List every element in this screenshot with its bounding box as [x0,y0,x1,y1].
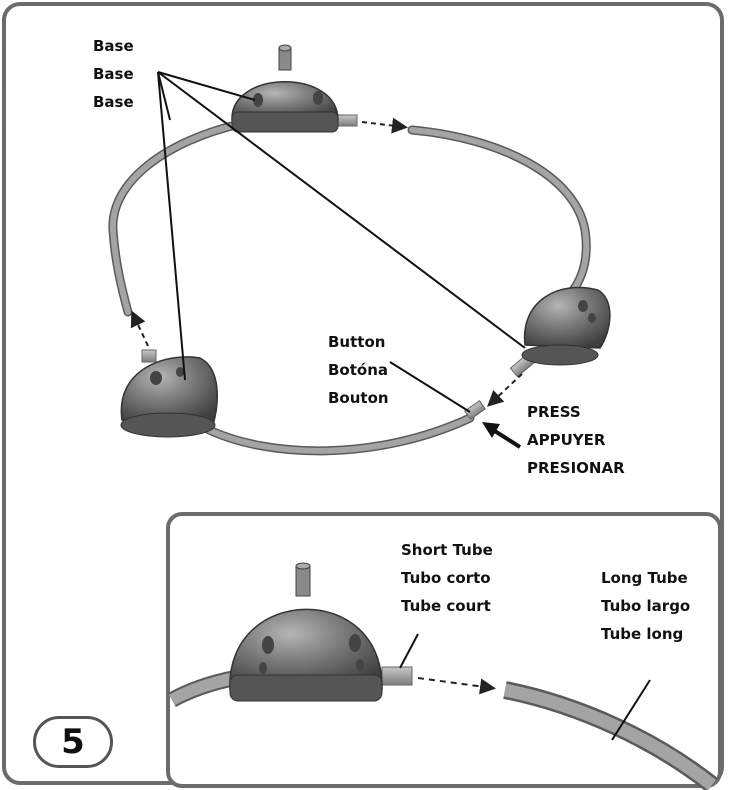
button-label-fr: Bouton [328,389,389,407]
base-label-en: Base [93,37,134,55]
button-label-es: Botóna [328,361,389,379]
base-label-es: Base [93,65,134,83]
button-tube [464,400,486,420]
connect-arrow-top [361,117,408,134]
press-labels: PRESS APPUYER PRESIONAR [527,398,625,482]
base-left [120,356,218,438]
button-labels: Button Botóna Bouton [328,328,389,412]
press-label-en: PRESS [527,403,581,421]
base-top [231,44,339,133]
short-tube-label-es: Tubo corto [401,569,491,587]
press-arrow-icon [482,422,522,449]
ring-tubes [108,119,591,456]
long-tube-label-en: Long Tube [601,569,688,587]
short-tube-left [141,349,157,363]
step-number-badge: 5 [33,716,113,768]
base-label-fr: Base [93,93,134,111]
long-tube-label-es: Tubo largo [601,597,691,615]
short-tube-labels: Short Tube Tubo corto Tube court [401,536,493,620]
inset-short-tube [381,666,413,686]
inset-base [229,562,383,702]
inset-connect-arrow [417,677,496,695]
long-tube-leader-line [611,679,651,741]
button-label-en: Button [328,333,386,351]
inset-tubes [168,670,718,790]
short-tube-leader-line [399,633,419,669]
long-tube-labels: Long Tube Tubo largo Tube long [601,564,690,648]
step-number: 5 [61,722,85,762]
base-leader-lines [157,71,526,381]
connect-arrow-right [487,373,523,407]
press-label-fr: APPUYER [527,431,606,449]
connect-arrow-left [130,310,149,347]
long-tube-label-fr: Tube long [601,625,684,643]
base-right [521,286,611,366]
button-leader-line [389,361,471,413]
short-tube-label-fr: Tube court [401,597,491,615]
base-labels: Base Base Base [93,32,134,116]
short-tube-label-en: Short Tube [401,541,493,559]
press-label-es: PRESIONAR [527,459,625,477]
